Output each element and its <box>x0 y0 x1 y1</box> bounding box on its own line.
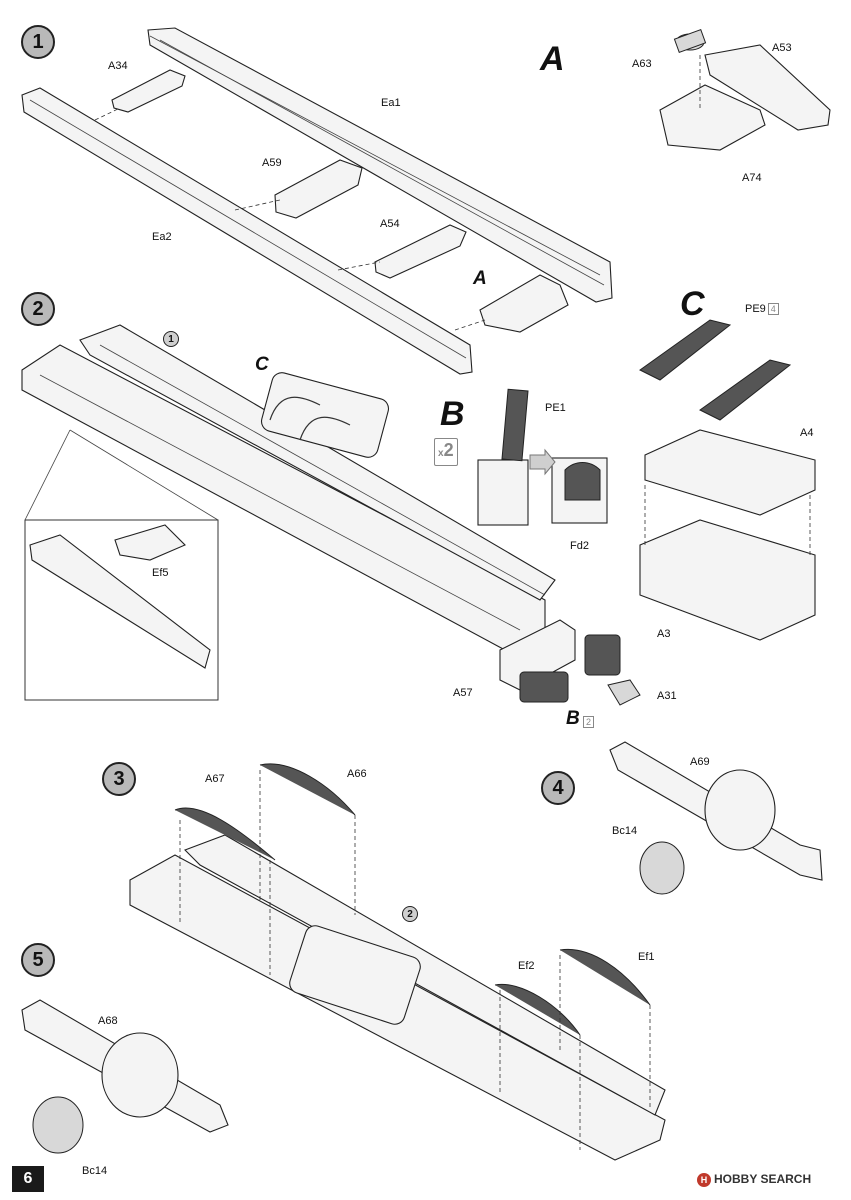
label-a69: A69 <box>690 756 710 768</box>
label-a63: A63 <box>632 58 652 70</box>
label-a3: A3 <box>657 628 671 640</box>
step3-ref-step2: 2 <box>402 906 418 922</box>
label-a74: A74 <box>742 172 762 184</box>
label-a53: A53 <box>772 42 792 54</box>
step1-frame-rail-ea1 <box>147 27 613 303</box>
step3-chassis <box>129 834 666 1161</box>
subassembly-c-drawing <box>639 319 816 641</box>
label-a54: A54 <box>380 218 400 230</box>
step1-crossmember-a34 <box>111 69 186 113</box>
label-bc14-step5: Bc14 <box>82 1165 108 1177</box>
step4-axle <box>609 741 823 895</box>
ref-number: 1 <box>168 333 174 345</box>
watermark-text: HOBBY SEARCH <box>714 1172 812 1186</box>
step1-rear-assembly-a <box>479 274 569 333</box>
label-ef1: Ef1 <box>638 951 655 963</box>
subassembly-b-quantity: x2 <box>434 438 458 466</box>
step-number: 4 <box>552 776 564 799</box>
label-a57: A57 <box>453 687 473 699</box>
pe9-qty: 4 <box>767 303 779 315</box>
page-number: 6 <box>12 1166 44 1192</box>
step1-frame-rail-ea2 <box>21 87 473 375</box>
quantity-value: 2 <box>443 440 454 460</box>
ref-number: 2 <box>407 908 413 920</box>
label-a4: A4 <box>800 427 814 439</box>
label-ea1: Ea1 <box>381 97 401 109</box>
subassembly-a-title: A <box>540 40 565 78</box>
label-pe1: PE1 <box>545 402 566 414</box>
label-fd2: Fd2 <box>570 540 589 552</box>
label-a66: A66 <box>347 768 367 780</box>
step2-inset-box <box>24 429 219 701</box>
subassembly-c-title: C <box>680 285 705 323</box>
quantity-prefix: x <box>438 448 444 459</box>
step-number: 5 <box>32 948 44 971</box>
step2-brackets <box>499 619 641 706</box>
label-bc14-step4: Bc14 <box>612 825 638 837</box>
step2-b-qty-badge: 2 <box>583 716 595 728</box>
label-a67: A67 <box>205 773 225 785</box>
pe9-text: PE9 <box>745 303 766 315</box>
subassembly-a-drawing <box>659 28 831 151</box>
step-3-circle: 3 <box>102 762 136 796</box>
step1-subassembly-a-callout: A <box>473 268 487 289</box>
step-1-circle: 1 <box>21 25 55 59</box>
subassembly-b-title: B <box>440 395 465 433</box>
step-number: 3 <box>113 767 125 790</box>
watermark-logo-icon: H <box>697 1172 711 1187</box>
step2-subassembly-b-callout: B <box>566 708 580 729</box>
step2-fuel-tank-c <box>260 372 390 458</box>
label-a34: A34 <box>108 60 128 72</box>
label-a31: A31 <box>657 690 677 702</box>
label-ef2: Ef2 <box>518 960 535 972</box>
step-5-circle: 5 <box>21 943 55 977</box>
step5-axle <box>21 999 229 1154</box>
label-a68: A68 <box>98 1015 118 1027</box>
step1-crossmember-a59 <box>274 159 363 219</box>
step2-ref-step1: 1 <box>163 331 179 347</box>
step-number: 2 <box>32 297 44 320</box>
step2-subassembly-c-callout: C <box>255 354 269 375</box>
step-number: 1 <box>32 30 44 53</box>
label-ea2: Ea2 <box>152 231 172 243</box>
subassembly-b-drawing <box>477 388 608 526</box>
label-ef5: Ef5 <box>152 567 169 579</box>
step3-leaf-springs <box>174 763 651 1036</box>
step-4-circle: 4 <box>541 771 575 805</box>
label-a59: A59 <box>262 157 282 169</box>
step1-crossmember-a54 <box>374 224 467 279</box>
step-2-circle: 2 <box>21 292 55 326</box>
